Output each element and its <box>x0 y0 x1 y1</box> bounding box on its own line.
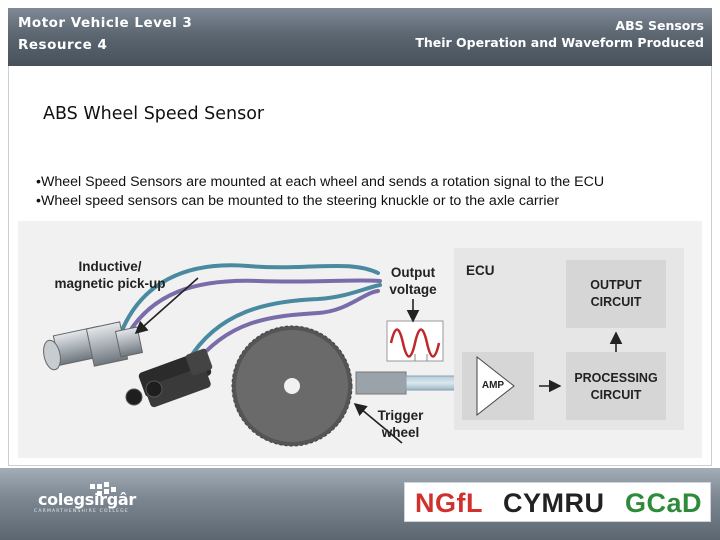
topic-title: ABS Sensors <box>615 18 704 33</box>
bullet-item-2: •Wheel speed sensors can be mounted to t… <box>36 193 560 209</box>
output-circuit-label: OUTPUT CIRCUIT <box>590 278 642 309</box>
college-logo-text: colegsirgâr <box>38 490 137 509</box>
connector-plug <box>125 348 213 408</box>
bullet-item-1: •Wheel Speed Sensors are mounted at each… <box>36 174 605 190</box>
ecu-label: ECU <box>466 263 495 278</box>
ngfl-logo: NGfL CYMRU GCaD <box>404 482 711 522</box>
processing-circuit-label: PROCESSING CIRCUIT <box>574 371 658 402</box>
bullet-list: •Wheel Speed Sensors are mounted at each… <box>36 173 604 211</box>
ecu-block <box>454 248 684 430</box>
topic-subtitle: Their Operation and Waveform Produced <box>415 35 704 50</box>
ngfl-logo-part2: CYMRU <box>503 488 605 518</box>
amp-label: AMP <box>481 380 505 391</box>
header-bar: Motor Vehicle Level 3 Resource 4 ABS Sen… <box>8 8 712 66</box>
pickup-label: Inductive/ magnetic pick-up <box>54 259 166 291</box>
trigger-wheel <box>231 325 353 447</box>
sensor-diagram: Inductive/ magnetic pick-up Output volta… <box>18 221 702 458</box>
diagram-graphics <box>43 248 684 447</box>
ngfl-logo-part3: GCaD <box>625 488 703 518</box>
resource-label: Resource 4 <box>18 37 108 53</box>
slide-title: ABS Wheel Speed Sensor <box>43 104 265 124</box>
diagram-arrows <box>134 277 623 444</box>
course-title: Motor Vehicle Level 3 <box>18 15 193 31</box>
waveform-display <box>386 320 444 362</box>
college-logo-subtext: CARMARTHENSHIRE COLLEGE <box>34 509 129 514</box>
sensor-wires <box>116 263 382 368</box>
college-logo-icon <box>90 482 116 496</box>
sensor-body <box>43 321 144 371</box>
ngfl-logo-part1: NGfL <box>415 488 483 518</box>
output-voltage-label: Output voltage <box>389 265 437 297</box>
trigger-wheel-label: Trigger wheel <box>377 408 424 440</box>
